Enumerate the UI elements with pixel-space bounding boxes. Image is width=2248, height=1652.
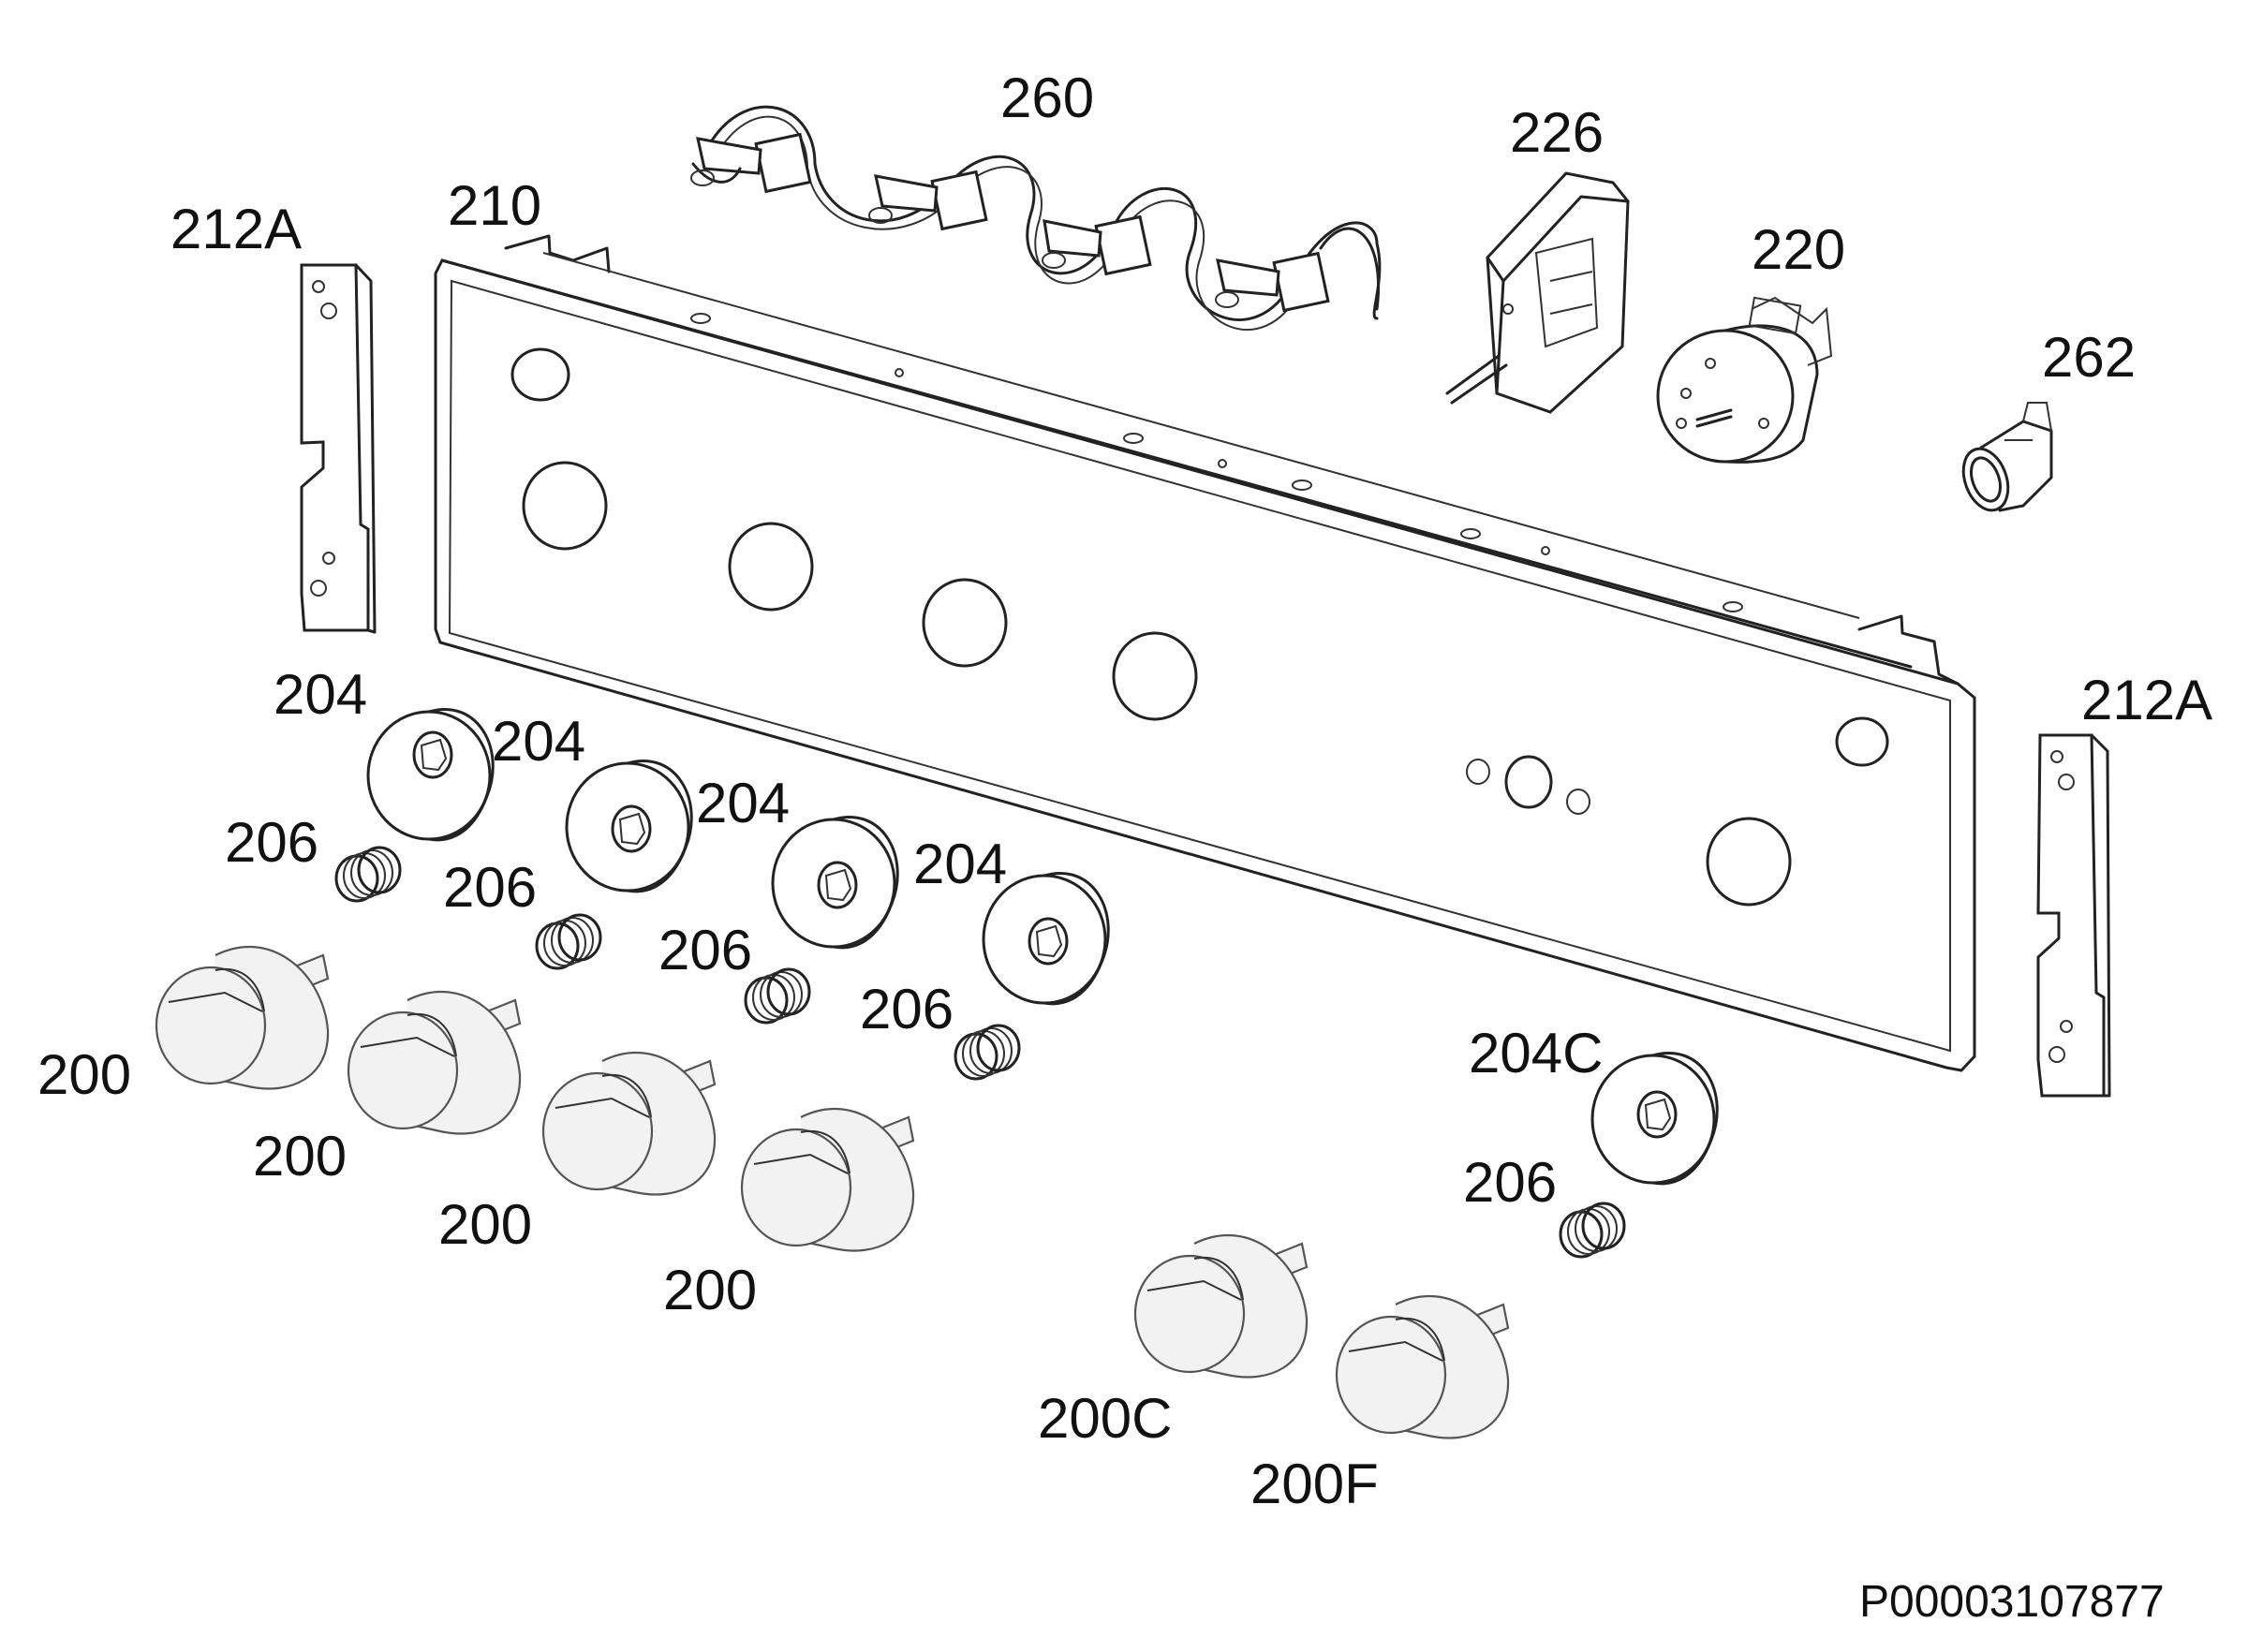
label-262: 262 — [2042, 326, 2137, 389]
timer-220 — [1656, 296, 1833, 464]
lamp-262 — [1961, 402, 2053, 512]
ring-204-3 — [771, 816, 899, 950]
label-204c: 204C — [1469, 1022, 1604, 1084]
label-206-5: 206 — [1463, 1151, 1558, 1214]
reference-code: P00003107877 — [1859, 1577, 2165, 1627]
knob-200f — [1335, 1294, 1510, 1439]
label-200-1: 200 — [37, 1043, 132, 1106]
label-200c: 200C — [1038, 1387, 1173, 1450]
label-204-2: 204 — [492, 710, 586, 773]
label-206-4: 206 — [860, 978, 954, 1040]
bracket-212a-right — [2036, 733, 2111, 1098]
label-210: 210 — [448, 174, 542, 237]
label-260: 260 — [1000, 66, 1095, 129]
bracket-212a-left — [300, 263, 377, 634]
rings-204 — [366, 708, 1719, 1186]
spring-206-4 — [954, 1024, 1021, 1081]
ring-204-2 — [565, 760, 693, 893]
spring-206-3 — [744, 967, 811, 1025]
knob-200-4 — [740, 1107, 915, 1252]
knob-200-3 — [541, 1051, 717, 1196]
springs-206 — [334, 846, 1626, 1259]
spring-206-1 — [334, 846, 402, 903]
ring-204c — [1590, 1052, 1719, 1186]
label-206-3: 206 — [658, 919, 753, 981]
ring-204-4 — [982, 872, 1110, 1006]
label-200f: 200F — [1250, 1453, 1379, 1515]
wiring-harness-260 — [690, 105, 1382, 332]
label-220: 220 — [1752, 218, 1846, 281]
label-212a-left: 212A — [170, 198, 303, 260]
knobs-200 — [155, 945, 1510, 1439]
label-200-2: 200 — [253, 1125, 348, 1187]
label-200-4: 200 — [663, 1259, 758, 1321]
label-226: 226 — [1510, 101, 1605, 164]
knob-200c — [1133, 1233, 1309, 1379]
label-204-3: 204 — [696, 772, 791, 834]
knob-200-1 — [155, 945, 330, 1090]
spring-206-2 — [535, 913, 602, 970]
label-200-3: 200 — [438, 1193, 533, 1256]
knob-200-2 — [347, 990, 522, 1135]
control-panel-210 — [434, 234, 1976, 1072]
label-204-1: 204 — [274, 663, 368, 726]
label-212a-right: 212A — [2081, 669, 2213, 731]
spring-206-5 — [1559, 1202, 1626, 1259]
label-204-4: 204 — [913, 833, 1008, 895]
label-206-1: 206 — [225, 811, 319, 874]
ring-204-1 — [366, 708, 495, 842]
label-206-2: 206 — [443, 856, 538, 919]
switch-226 — [1445, 171, 1630, 414]
